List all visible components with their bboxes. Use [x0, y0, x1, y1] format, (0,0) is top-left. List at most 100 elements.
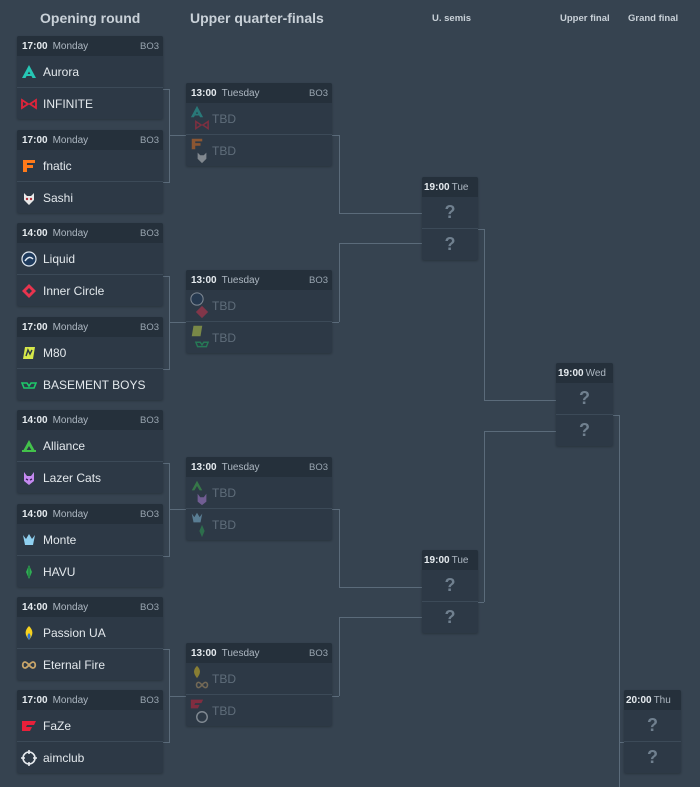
sashi-logo-icon — [197, 152, 207, 164]
match-time: 19:00 — [424, 181, 450, 193]
pending-team-logos — [190, 135, 207, 166]
team-row-tbd[interactable]: TBD — [186, 103, 332, 134]
unknown-team-label: ? — [647, 715, 658, 735]
team-name: Sashi — [43, 190, 74, 205]
team-name: FaZe — [43, 718, 72, 733]
opening-match-8[interactable]: 17:00 Monday BO3 FaZe aimclub — [17, 690, 163, 773]
team-row-unknown[interactable]: ? — [624, 741, 681, 773]
match-day: Monday — [52, 227, 89, 239]
team-name: Lazer Cats — [43, 470, 102, 485]
team-row-m80[interactable]: M80 — [17, 337, 163, 368]
opening-match-6[interactable]: 14:00 Monday BO3 Monte HAVU — [17, 504, 163, 587]
team-name: M80 — [43, 345, 67, 360]
team-row-aimclub[interactable]: aimclub — [17, 741, 163, 773]
match-day: Monday — [52, 694, 89, 706]
team-row-tbd[interactable]: TBD — [186, 477, 332, 508]
match-time: 14:00 — [22, 601, 48, 613]
team-name: aimclub — [43, 750, 85, 765]
team-row-tbd[interactable]: TBD — [186, 321, 332, 353]
team-row-infinite[interactable]: INFINITE — [17, 87, 163, 119]
opening-match-7[interactable]: 14:00 Monday BO3 Passion UA Eternal Fire — [17, 597, 163, 680]
uqf-match-3[interactable]: 13:00 Tuesday BO3 TBD TBD — [186, 457, 332, 540]
match-day: Tuesday — [221, 87, 260, 99]
header-upper-semis: U. semis — [432, 13, 472, 24]
pending-team-logos — [190, 477, 207, 508]
pending-team-logos — [190, 695, 208, 726]
match-header: 14:00 Monday BO3 — [17, 410, 163, 430]
best-of-label: BO3 — [139, 414, 159, 426]
team-row-sashi[interactable]: Sashi — [17, 181, 163, 213]
best-of-label: BO3 — [139, 227, 159, 239]
pending-team-logos — [190, 322, 209, 353]
best-of-label: BO3 — [139, 601, 159, 613]
basement-boys-logo-icon — [21, 377, 37, 393]
team-name: Liquid — [43, 251, 76, 266]
uqf-match-1[interactable]: 13:00 Tuesday BO3 TBD TBD — [186, 83, 332, 166]
match-day: Monday — [52, 40, 89, 52]
opening-match-3[interactable]: 14:00 Monday BO3 Liquid Inner Circle — [17, 223, 163, 306]
match-day: Monday — [52, 601, 89, 613]
team-row-unknown[interactable]: ? — [422, 570, 478, 601]
team-row-faze[interactable]: FaZe — [17, 710, 163, 741]
team-row-unknown[interactable]: ? — [422, 228, 478, 260]
team-name: TBD — [212, 143, 236, 158]
grand-final-match[interactable]: 20:00 Thu ? ? — [624, 690, 681, 773]
team-row-tbd[interactable]: TBD — [186, 663, 332, 694]
team-row-unknown[interactable]: ? — [422, 197, 478, 228]
team-row-alliance[interactable]: Alliance — [17, 430, 163, 461]
opening-match-2[interactable]: 17:00 Monday BO3 fnatic Sashi — [17, 130, 163, 213]
team-name: Aurora — [43, 64, 80, 79]
team-row-aurora[interactable]: Aurora — [17, 56, 163, 87]
match-header: 19:00 Tue — [422, 177, 478, 197]
team-row-monte[interactable]: Monte — [17, 524, 163, 555]
team-row-unknown[interactable]: ? — [624, 710, 681, 741]
opening-match-4[interactable]: 17:00 Monday BO3 M80 BASEMENT BOYS — [17, 317, 163, 400]
semi-match-2[interactable]: 19:00 Tue ? ? — [422, 550, 478, 633]
uqf-match-2[interactable]: 13:00 Tuesday BO3 TBD TBD — [186, 270, 332, 353]
best-of-label: BO3 — [139, 508, 159, 520]
best-of-label: BO3 — [308, 87, 328, 99]
team-name: TBD — [212, 517, 236, 532]
team-row-tbd[interactable]: TBD — [186, 508, 332, 540]
match-header: 19:00 Tue — [422, 550, 478, 570]
team-row-liquid[interactable]: Liquid — [17, 243, 163, 274]
upper-final-match[interactable]: 19:00 Wed ? ? — [556, 363, 613, 446]
team-name: TBD — [212, 111, 236, 126]
team-row-fnatic[interactable]: fnatic — [17, 150, 163, 181]
semi-match-1[interactable]: 19:00 Tue ? ? — [422, 177, 478, 260]
aurora-logo-icon — [21, 64, 37, 80]
team-row-passion-ua[interactable]: Passion UA — [17, 617, 163, 648]
team-row-tbd[interactable]: TBD — [186, 134, 332, 166]
best-of-label: BO3 — [308, 647, 328, 659]
eternal-fire-logo-icon — [21, 657, 37, 673]
match-day: Tue — [451, 554, 469, 566]
match-header: 14:00 Monday BO3 — [17, 504, 163, 524]
passion-ua-logo-icon — [21, 625, 37, 641]
uqf-match-4[interactable]: 13:00 Tuesday BO3 TBD TBD — [186, 643, 332, 726]
team-name: Eternal Fire — [43, 657, 106, 672]
team-row-tbd[interactable]: TBD — [186, 694, 332, 726]
team-row-lazer-cats[interactable]: Lazer Cats — [17, 461, 163, 493]
unknown-team-label: ? — [579, 388, 590, 408]
team-name: TBD — [212, 485, 236, 500]
best-of-label: BO3 — [139, 321, 159, 333]
header-upper-final: Upper final — [560, 13, 610, 24]
team-name: fnatic — [43, 158, 72, 173]
team-row-eternal-fire[interactable]: Eternal Fire — [17, 648, 163, 680]
opening-match-1[interactable]: 17:00 Monday BO3 Aurora INFINITE — [17, 36, 163, 119]
match-time: 17:00 — [22, 134, 48, 146]
match-time: 20:00 — [626, 694, 652, 706]
match-time: 13:00 — [191, 647, 217, 659]
opening-match-5[interactable]: 14:00 Monday BO3 Alliance Lazer Cats — [17, 410, 163, 493]
best-of-label: BO3 — [308, 274, 328, 286]
team-row-unknown[interactable]: ? — [556, 414, 613, 446]
eternal-fire-logo-icon — [195, 681, 209, 689]
team-row-basement-boys[interactable]: BASEMENT BOYS — [17, 368, 163, 400]
team-row-unknown[interactable]: ? — [556, 383, 613, 414]
header-opening-round: Opening round — [40, 10, 141, 26]
team-row-inner-circle[interactable]: Inner Circle — [17, 274, 163, 306]
team-row-havu[interactable]: HAVU — [17, 555, 163, 587]
team-row-unknown[interactable]: ? — [422, 601, 478, 633]
team-row-tbd[interactable]: TBD — [186, 290, 332, 321]
pending-team-logos — [190, 663, 209, 694]
